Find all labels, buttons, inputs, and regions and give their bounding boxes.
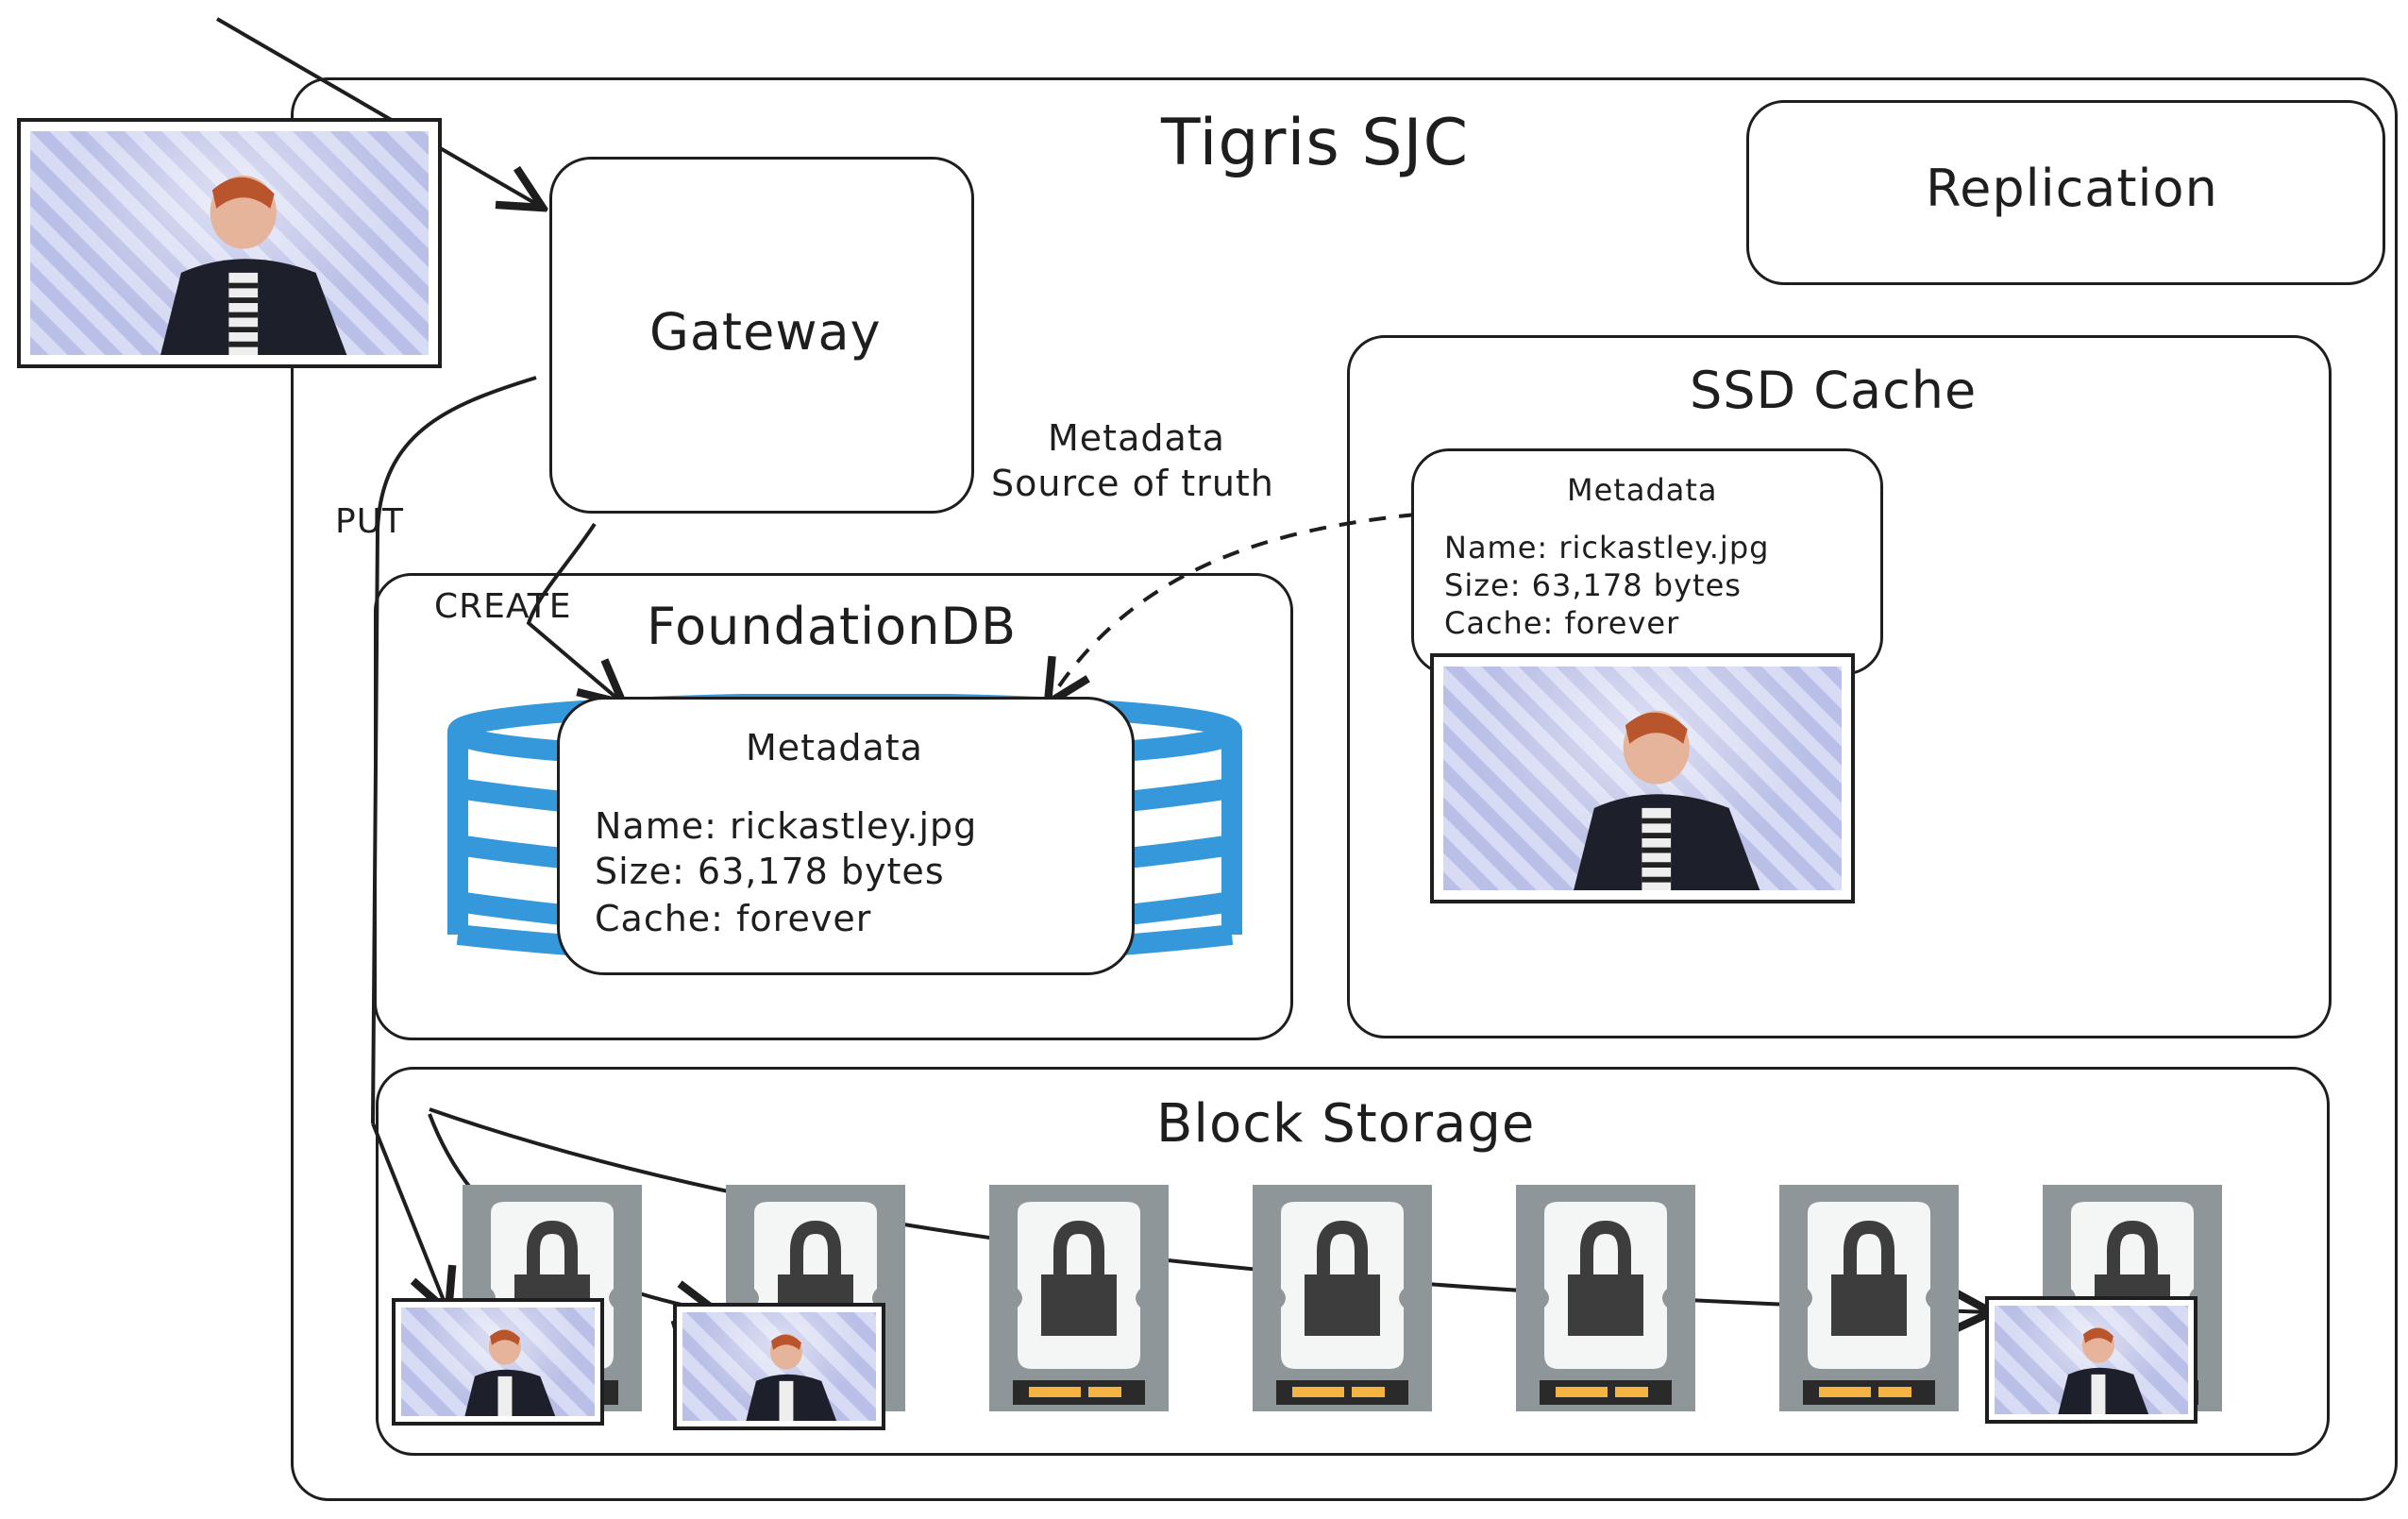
- ssd-cache-box: [1347, 335, 2332, 1038]
- block-storage-box: [376, 1067, 2330, 1456]
- upload-arrow: [215, 17, 543, 208]
- source-of-truth-line2: Source of truth: [991, 463, 1274, 504]
- foundationdb-box: [374, 573, 1293, 1040]
- locked-drive-icon: [989, 1185, 1169, 1411]
- locked-drive-icon: [1516, 1185, 1695, 1411]
- create-arrow: [526, 522, 623, 703]
- ssd-cache-label: SSD Cache: [1690, 361, 1978, 420]
- locked-drive-icon: [1253, 1185, 1432, 1411]
- create-label: CREATE: [434, 587, 572, 626]
- stored-photo-drive-1: [392, 1298, 604, 1426]
- region-box: [291, 77, 2398, 1501]
- fdb-metadata-card: [557, 697, 1135, 975]
- cache-metadata-cache: Cache: forever: [1444, 605, 1680, 641]
- stored-photo-drive-7: [1985, 1296, 2198, 1424]
- cache-metadata-name: Name: rickastley.jpg: [1444, 530, 1770, 565]
- stored-photo-drive-2: [673, 1303, 885, 1430]
- fdb-metadata-title: Metadata: [746, 727, 923, 768]
- foundationdb-label: FoundationDB: [647, 597, 1018, 656]
- cache-metadata-size: Size: 63,178 bytes: [1444, 567, 1742, 603]
- fdb-metadata-cache: Cache: forever: [595, 898, 872, 939]
- block-storage-label: Block Storage: [1156, 1093, 1536, 1155]
- cache-metadata-title: Metadata: [1567, 472, 1718, 508]
- fdb-metadata-size: Size: 63,178 bytes: [595, 851, 945, 892]
- put-arrow: [371, 376, 537, 1124]
- put-arrow-drive-1: [371, 1122, 448, 1312]
- fdb-metadata-name: Name: rickastley.jpg: [595, 805, 978, 847]
- locked-drive-icon: [1779, 1185, 1959, 1411]
- gateway-box: [549, 157, 974, 514]
- gateway-label: Gateway: [649, 302, 882, 362]
- replication-box: [1746, 100, 2385, 285]
- region-title: Tigris SJC: [1161, 106, 1470, 180]
- cache-to-fdb-dashed-arrow: [1048, 513, 1417, 703]
- cached-photo: [1430, 653, 1855, 903]
- replication-label: Replication: [1926, 159, 2218, 218]
- uploaded-photo: [17, 118, 442, 368]
- source-of-truth-line1: Metadata: [1048, 417, 1225, 459]
- put-label: PUT: [335, 502, 405, 541]
